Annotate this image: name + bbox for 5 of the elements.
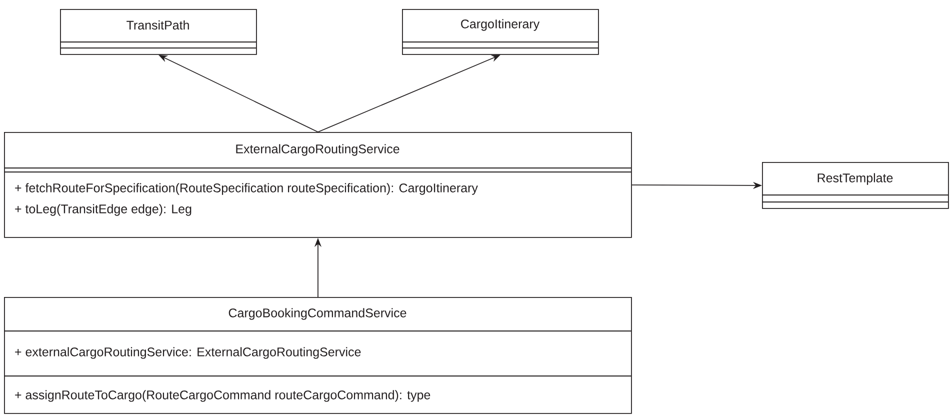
class-box: TransitPath [60, 9, 257, 55]
class-box: RestTemplate [762, 162, 949, 209]
class-box: CargoItinerary [402, 9, 599, 55]
class-box: CargoBookingCommandService + externalCargoRoutingService: ExternalCargoRoutingService + assignRouteToCargo(RouteCargoCommand routeCargoCommand): type [4, 297, 632, 414]
class-box: ExternalCargoRoutingService + fetchRouteForSpecification(RouteSpecification routeSpecification): CargoItinerary + toLeg(TransitEdge edge): Leg [4, 132, 632, 238]
